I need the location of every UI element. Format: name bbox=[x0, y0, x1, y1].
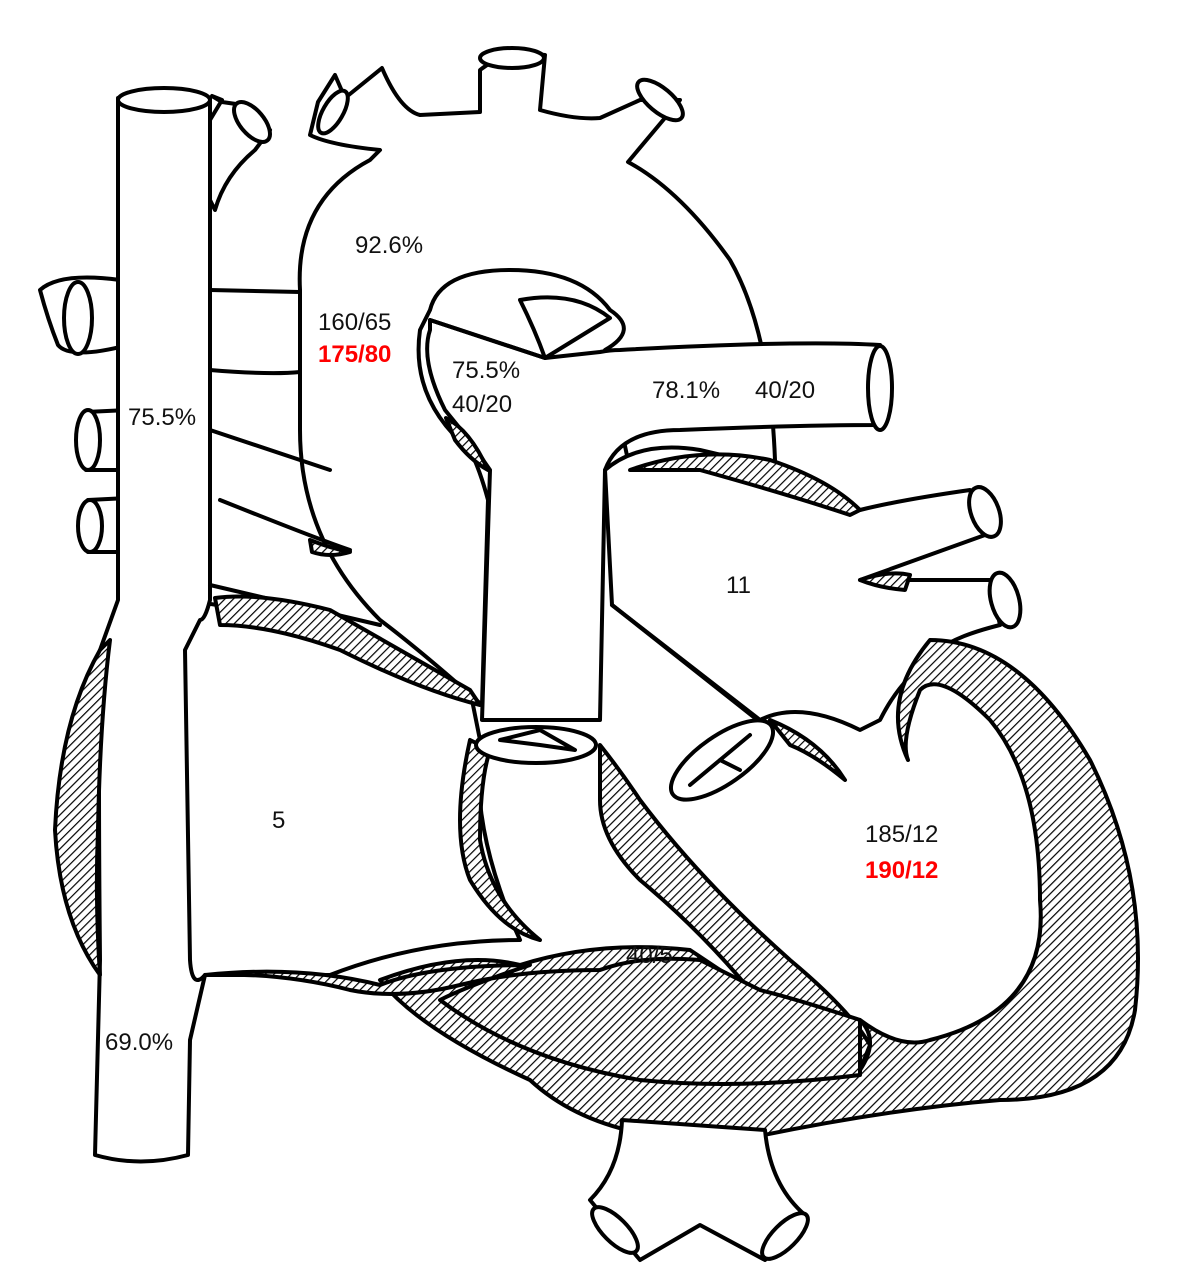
left-atrium-pressure: 11 bbox=[726, 572, 751, 599]
svc-opening bbox=[116, 86, 212, 114]
rv-floor bbox=[203, 956, 862, 1086]
descending-vessels bbox=[588, 1118, 807, 1262]
right-pa-saturation: 78.1% bbox=[652, 377, 720, 404]
svc-saturation: 75.5% bbox=[128, 404, 196, 431]
aorta-saturation: 92.6% bbox=[355, 232, 423, 259]
mitral-leaflet bbox=[768, 718, 847, 782]
right-ventricle-pressure: 40/5 bbox=[626, 942, 673, 969]
left-ventricle-pressure: 185/12 bbox=[865, 821, 938, 848]
brachiocephalic-artery-opening bbox=[316, 88, 350, 136]
pulmonary-valve bbox=[474, 725, 598, 765]
left-atrium-roof bbox=[628, 452, 862, 517]
left-carotid-opening bbox=[478, 46, 546, 70]
aortic-valve bbox=[668, 718, 776, 802]
posterior-wall-strip bbox=[213, 594, 482, 707]
tricuspid-leaflet bbox=[458, 738, 542, 942]
right-atrium-pressure: 5 bbox=[272, 807, 285, 834]
pulmonary-artery-pressure: 40/20 bbox=[452, 391, 512, 418]
right-pa-pressure: 40/20 bbox=[755, 377, 815, 404]
right-pulmonary-veins bbox=[38, 275, 130, 554]
right-atrium-wall bbox=[53, 638, 112, 977]
left-ventricle-pressure-new: 190/12 bbox=[865, 857, 938, 884]
right-pa-opening bbox=[866, 344, 894, 432]
left-subclavian-opening bbox=[635, 77, 685, 123]
vein-wedge bbox=[308, 538, 352, 557]
ductus bbox=[518, 295, 612, 360]
pulmonary-vein-inlet bbox=[858, 571, 912, 592]
aorta-pressure-new: 175/80 bbox=[318, 341, 391, 368]
aorta-pressure: 160/65 bbox=[318, 309, 391, 336]
left-pulmonary-vein-lower bbox=[987, 570, 1023, 630]
ivc-saturation: 69.0% bbox=[105, 1029, 173, 1056]
pa-wall-wedge bbox=[444, 416, 490, 472]
left-pulmonary-vein-upper bbox=[967, 485, 1003, 539]
vena-cava bbox=[93, 96, 212, 1164]
pulmonary-artery-saturation: 75.5% bbox=[452, 357, 520, 384]
